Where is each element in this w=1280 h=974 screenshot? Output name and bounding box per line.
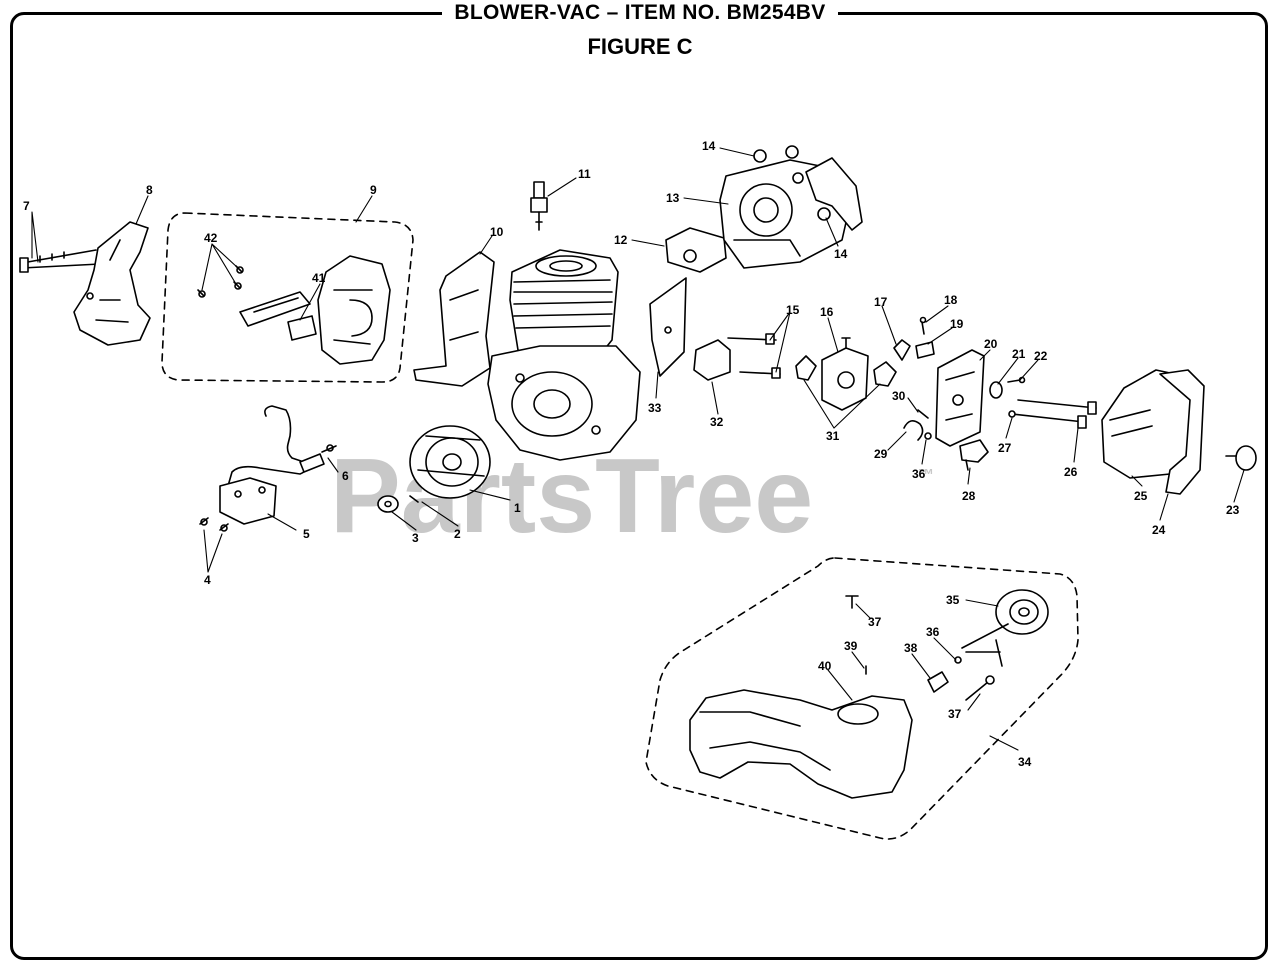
callout-42: 42 [204, 231, 218, 245]
callout-20: 20 [984, 337, 998, 351]
part-15-bolts [727, 333, 781, 379]
callout-8: 8 [146, 183, 153, 197]
part-10-shield [413, 251, 495, 387]
callout-10: 10 [490, 225, 504, 239]
leader-lines [31, 147, 1245, 751]
part-42-screws [197, 265, 244, 298]
callout-5: 5 [303, 527, 310, 541]
part-11-spark-plug [530, 181, 548, 231]
part-24-cover [1159, 369, 1205, 495]
callout-35: 35 [946, 593, 960, 607]
part-23-knob [1225, 445, 1257, 471]
callout-19: 19 [950, 317, 964, 331]
callout-1: 1 [514, 501, 521, 515]
group-9-outline [161, 212, 414, 383]
callout-38: 38 [904, 641, 918, 655]
callout-26: 26 [1064, 465, 1078, 479]
callout-29: 29 [874, 447, 888, 461]
callout-14-bottom: 14 [834, 247, 848, 261]
callout-7: 7 [23, 199, 30, 213]
part-3-washer [377, 495, 399, 513]
callout-12: 12 [614, 233, 628, 247]
part-32-spacer [693, 339, 731, 381]
callout-6: 6 [342, 469, 349, 483]
callout-33: 33 [648, 401, 662, 415]
callout-30: 30 [892, 389, 906, 403]
callout-22: 22 [1034, 349, 1048, 363]
part-41-plate [239, 291, 317, 341]
group-34-outline [645, 557, 1079, 840]
part-35-pulley [961, 589, 1049, 667]
part-31-gaskets [795, 355, 897, 387]
callout-27: 27 [998, 441, 1012, 455]
callout-39: 39 [844, 639, 858, 653]
callout-9: 9 [370, 183, 377, 197]
part-9-muffler [317, 255, 391, 365]
group-34-hardware [845, 595, 995, 701]
part-21-22-hardware [989, 376, 1026, 399]
part-7-bolts [19, 249, 101, 273]
part-20-filter-base [935, 349, 985, 447]
watermark-tm: ™ [918, 467, 934, 484]
callout-36-lower: 36 [912, 467, 926, 481]
part-14-screws [753, 145, 831, 221]
callout-numbers: 1 2 3 4 5 6 7 8 9 10 11 12 13 14 14 15 1… [23, 139, 1240, 769]
part-26-27-bolts [1008, 399, 1097, 429]
part-28-primer [959, 439, 989, 471]
callout-16: 16 [820, 305, 834, 319]
part-29-30-36 [903, 409, 932, 441]
part-17-18-19-clips [893, 316, 935, 361]
callout-2: 2 [454, 527, 461, 541]
callout-13: 13 [666, 191, 680, 205]
callout-32: 32 [710, 415, 724, 429]
part-16-carburetor [821, 337, 869, 411]
callout-4: 4 [204, 573, 211, 587]
callout-23: 23 [1226, 503, 1240, 517]
callout-24: 24 [1152, 523, 1166, 537]
part-4-screws [199, 517, 229, 532]
callout-37-lower: 37 [948, 707, 962, 721]
part-13-starter-housing [719, 157, 863, 269]
part-12-module [665, 227, 727, 273]
callout-15: 15 [786, 303, 800, 317]
engine-block [487, 249, 641, 461]
part-6-fitting [299, 444, 337, 473]
callout-11: 11 [578, 167, 591, 181]
part-2-key [409, 495, 419, 503]
callout-40: 40 [818, 659, 832, 673]
callout-14-top: 14 [702, 139, 716, 153]
part-5-coil [219, 405, 308, 525]
part-1-flywheel [409, 425, 491, 499]
callout-25: 25 [1134, 489, 1148, 503]
callout-21: 21 [1012, 347, 1026, 361]
callout-17: 17 [874, 295, 888, 309]
part-8-bracket [73, 221, 151, 346]
callout-36-upper: 36 [926, 625, 940, 639]
callout-34: 34 [1018, 755, 1032, 769]
callout-37-upper: 37 [868, 615, 882, 629]
callout-28: 28 [962, 489, 976, 503]
callout-31: 31 [826, 429, 840, 443]
part-40-housing [689, 689, 913, 799]
figure-label: FIGURE C [587, 34, 693, 59]
callout-18: 18 [944, 293, 958, 307]
callout-3: 3 [412, 531, 419, 545]
callout-41: 41 [312, 271, 326, 285]
